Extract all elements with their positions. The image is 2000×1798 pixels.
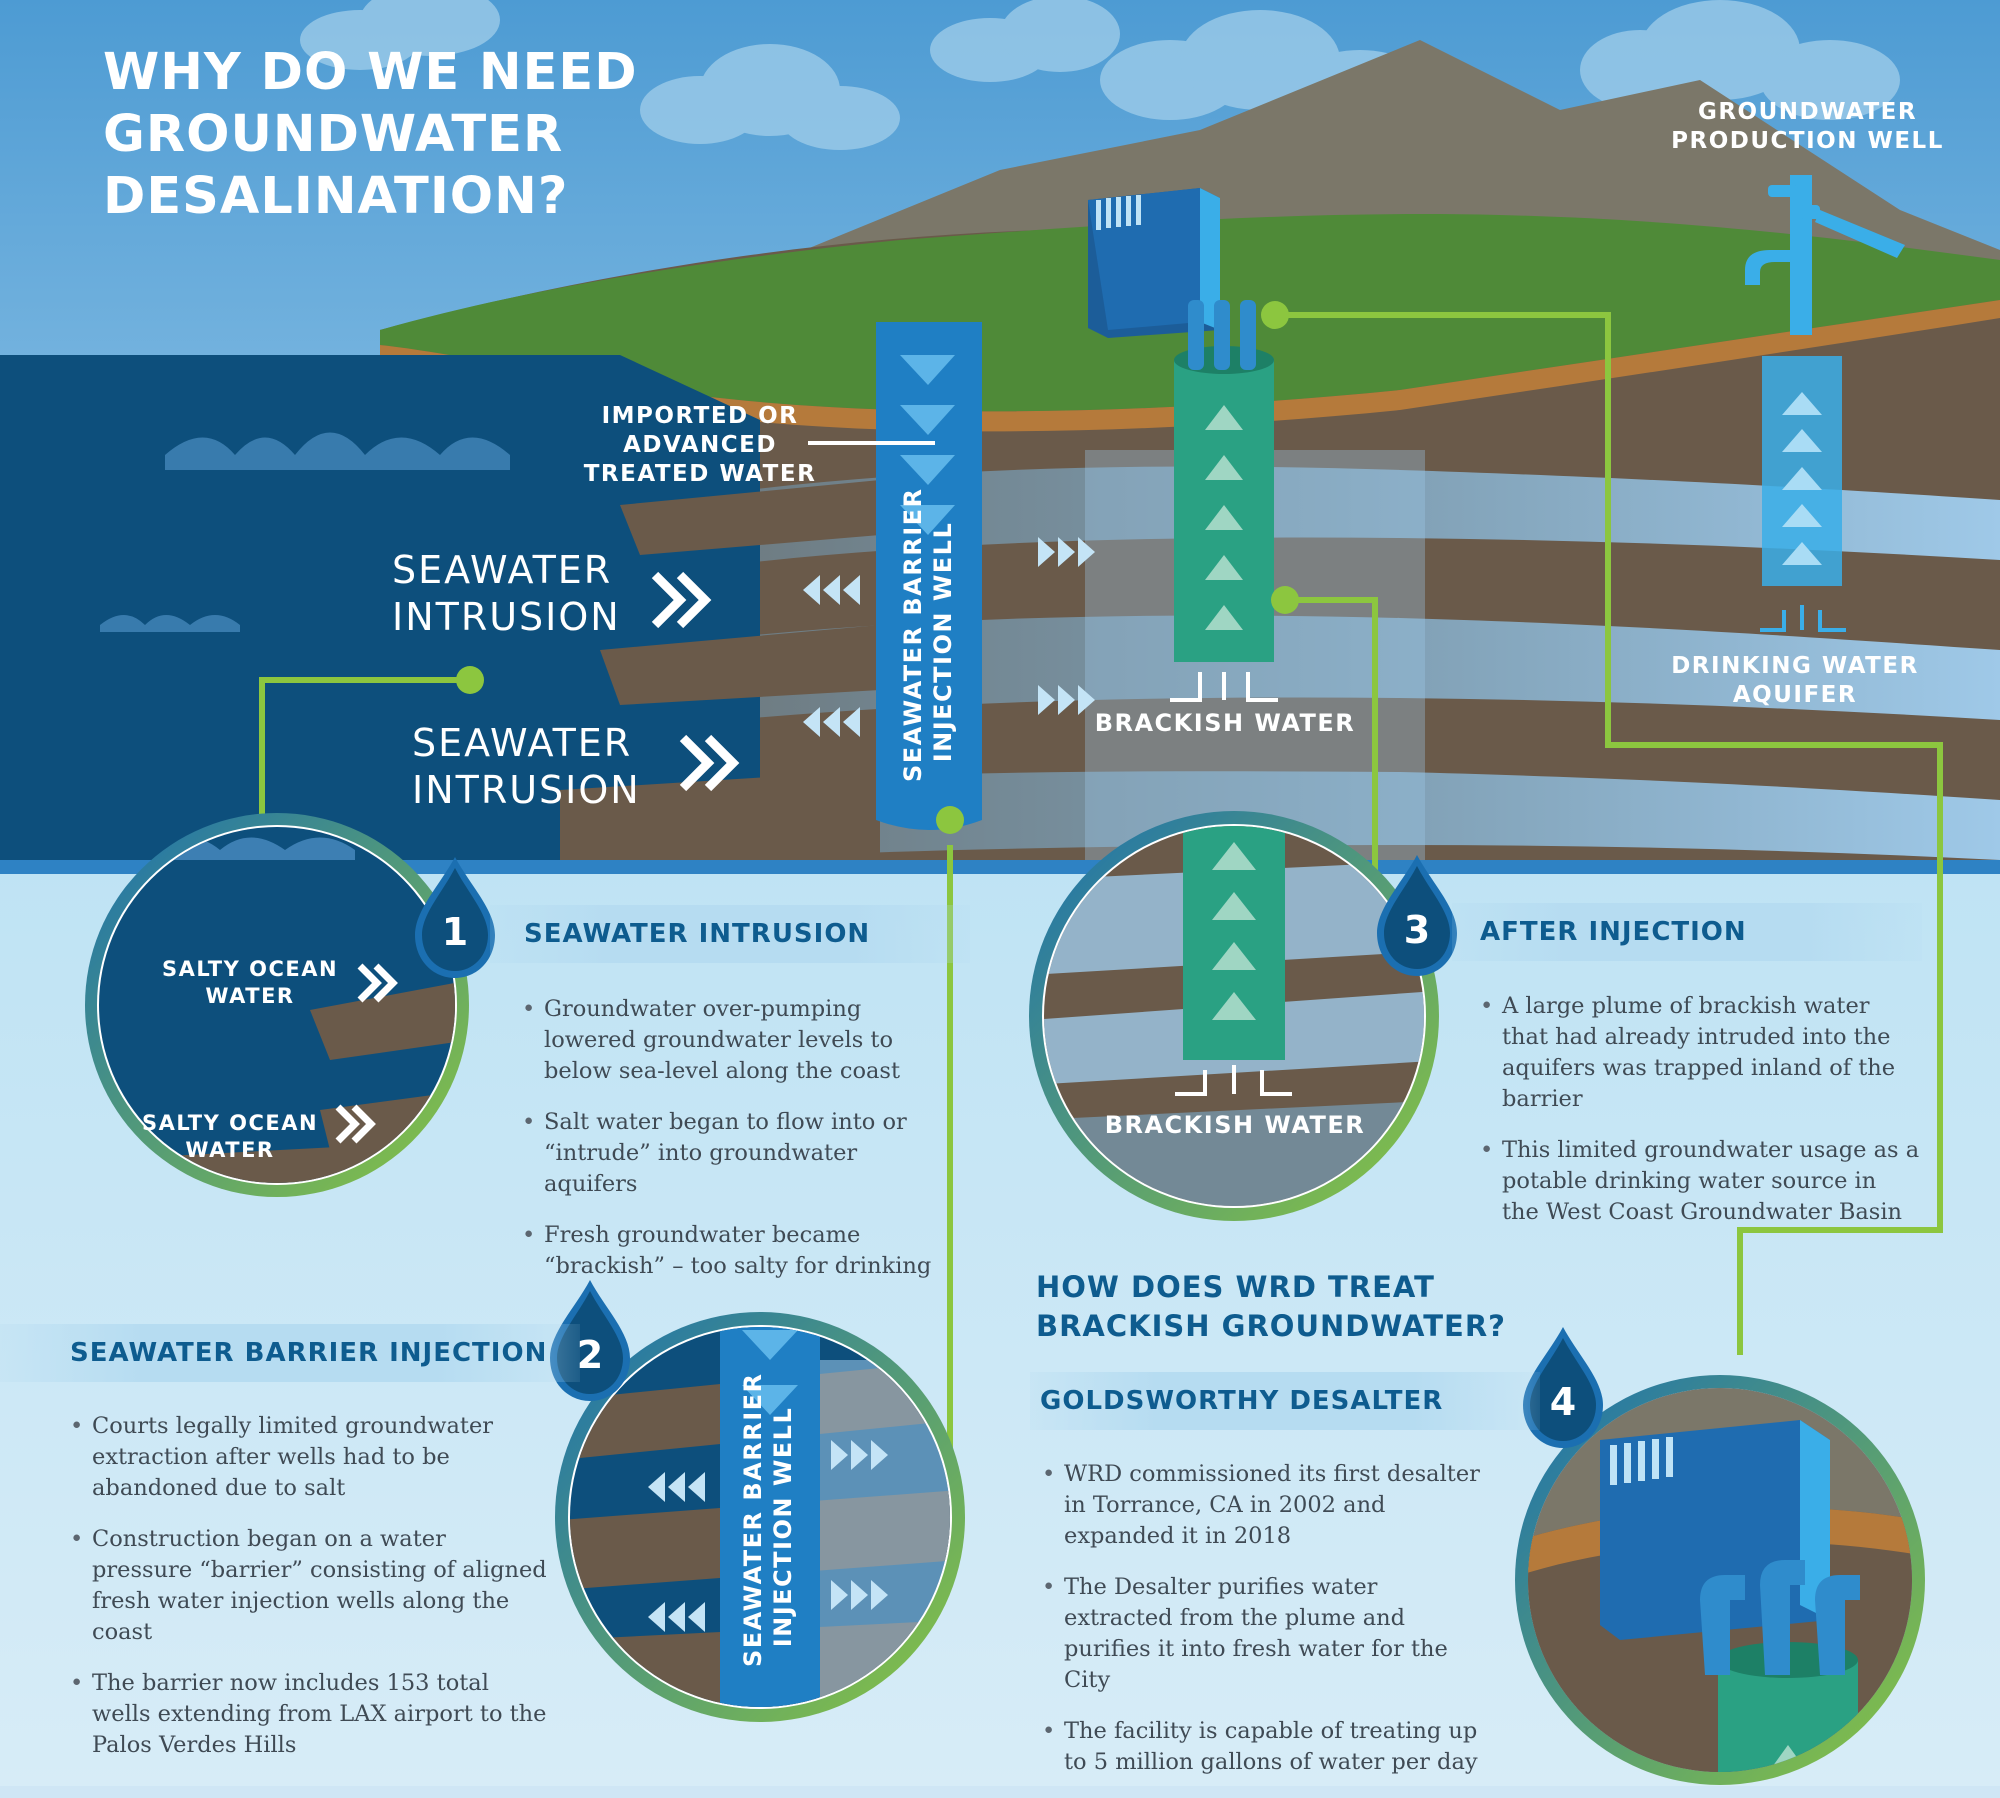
salty-ocean-label-upper: SALTY OCEAN WATER — [161, 957, 339, 1008]
injection-well-label: SEAWATER BARRIER INJECTION WELL — [899, 487, 957, 782]
seawater-intrusion-label-upper: SEAWATER INTRUSION — [392, 548, 621, 639]
section-4-heading: GOLDSWORTHY DESALTER — [1040, 1386, 1444, 1416]
section-2-bullets: Courts legally limited groundwater extra… — [70, 1411, 550, 1781]
section-3-heading: AFTER INJECTION — [1480, 917, 1747, 947]
step-3-number: 3 — [1403, 908, 1431, 952]
bullet-item: Groundwater over-pumping lowered groundw… — [522, 994, 942, 1087]
step-2-number: 2 — [576, 1333, 604, 1377]
step-4-number: 4 — [1549, 1380, 1577, 1424]
bullet-item: A large plume of brackish water that had… — [1480, 991, 1920, 1115]
bullet-item: Courts legally limited groundwater extra… — [70, 1411, 550, 1504]
brackish-water-label: BRACKISH WATER — [1094, 709, 1356, 737]
section-2-band — [0, 1324, 580, 1382]
seawater-intrusion-label-lower: SEAWATER INTRUSION — [412, 721, 641, 812]
circle-injection-well-label: SEAWATER BARRIER INJECTION WELL — [739, 1372, 797, 1667]
salty-ocean-label-lower: SALTY OCEAN WATER — [141, 1111, 319, 1162]
imported-water-label: IMPORTED OR ADVANCED TREATED WATER — [583, 403, 817, 487]
bullet-item: This limited groundwater usage as a pota… — [1480, 1135, 1920, 1228]
bullet-item: The barrier now includes 153 total wells… — [70, 1668, 550, 1761]
how-heading: HOW DOES WRD TREAT BRACKISH GROUNDWATER? — [1036, 1270, 1506, 1343]
bullet-item: The facility is capable of treating up t… — [1042, 1716, 1492, 1778]
step-1-number: 1 — [441, 910, 469, 954]
production-well-label: GROUNDWATER PRODUCTION WELL — [1671, 99, 1944, 154]
section-3-bullets: A large plume of brackish water that had… — [1480, 991, 1920, 1248]
drinking-aquifer-label: DRINKING WATER AQUIFER — [1671, 653, 1919, 708]
section-4-band — [1030, 1372, 1540, 1430]
bullet-item: Fresh groundwater became “brackish” – to… — [522, 1220, 942, 1282]
bullet-item: Salt water began to flow into or “intrud… — [522, 1107, 942, 1200]
section-1-bullets: Groundwater over-pumping lowered groundw… — [522, 994, 942, 1302]
section-1-band — [490, 905, 970, 963]
circle-brackish-water-label: BRACKISH WATER — [1104, 1111, 1366, 1139]
section-3-band — [1452, 903, 1922, 961]
bullet-item: Construction began on a water pressure “… — [70, 1524, 550, 1648]
bullet-item: The Desalter purifies water extracted fr… — [1042, 1572, 1492, 1696]
section-1-heading: SEAWATER INTRUSION — [524, 919, 871, 949]
bullet-item: WRD commissioned its first desalter in T… — [1042, 1459, 1492, 1552]
section-4-bullets: WRD commissioned its first desalter in T… — [1042, 1459, 1492, 1798]
section-2-heading: SEAWATER BARRIER INJECTION — [70, 1338, 548, 1368]
page-title: WHY DO WE NEED GROUNDWATER DESALINATION? — [103, 43, 638, 226]
